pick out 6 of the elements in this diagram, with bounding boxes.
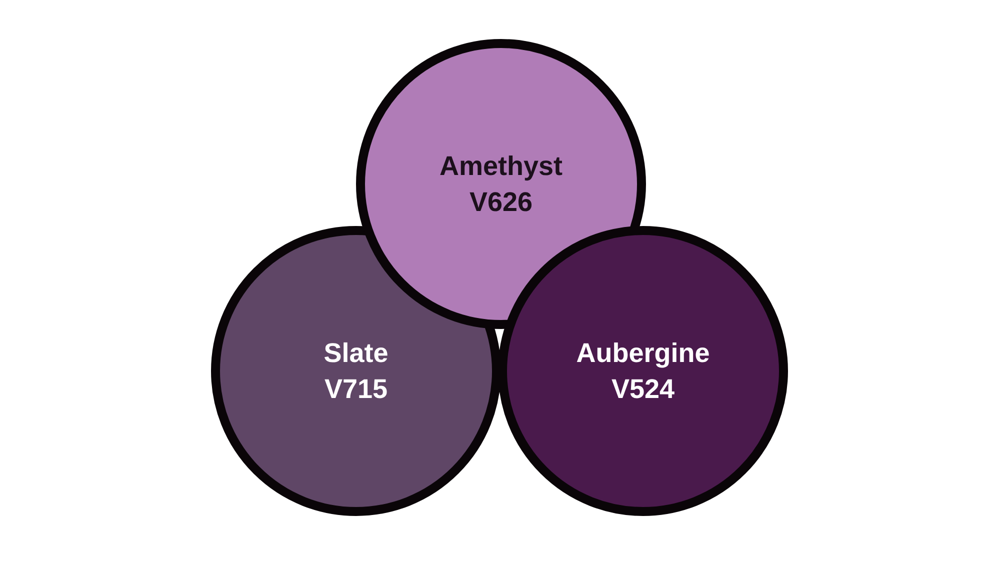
color-name: Amethyst xyxy=(439,150,563,183)
color-code: V524 xyxy=(611,373,675,406)
color-name: Slate xyxy=(324,337,388,370)
color-code: V626 xyxy=(469,186,533,219)
color-name: Aubergine xyxy=(576,337,710,370)
color-code: V715 xyxy=(324,373,388,406)
